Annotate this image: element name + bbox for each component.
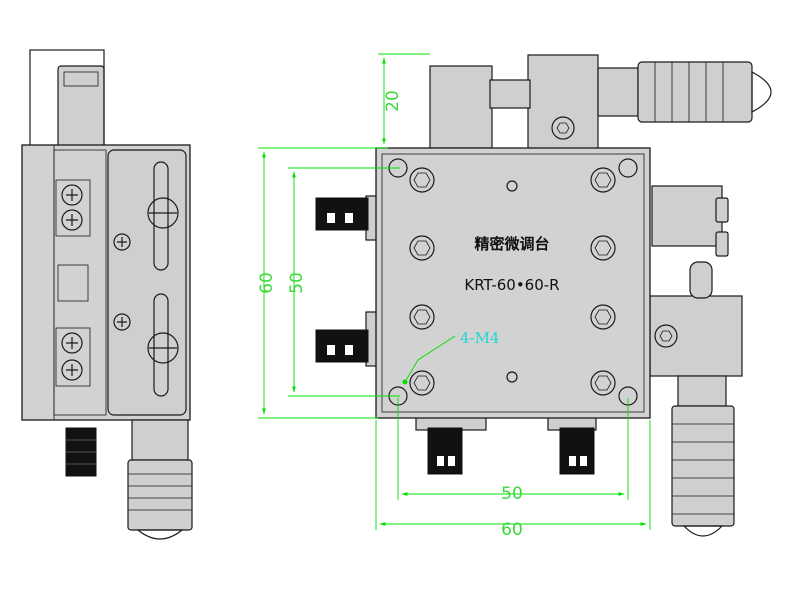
cross-slot-icon — [117, 237, 127, 247]
thread-note: 4-M4 — [460, 329, 500, 347]
dim-top-height: 20 — [383, 90, 403, 112]
right-micrometer-cap — [715, 197, 729, 223]
dim-outer-width: 60 — [501, 520, 523, 540]
hex-socket-icon — [659, 330, 673, 342]
hex-socket-screw-icon — [409, 304, 435, 330]
phillips-screw-icon — [61, 209, 83, 231]
main-plate — [375, 147, 651, 419]
phillips-screw-icon — [61, 184, 83, 206]
phillips-screw-icon — [61, 332, 83, 354]
right-micrometer-housing — [651, 185, 723, 247]
phillips-screw-icon — [61, 359, 83, 381]
top-micrometer-sleeve — [597, 67, 639, 117]
plate-title: 精密微调台 — [474, 235, 549, 253]
right-micrometer-block — [649, 295, 743, 377]
model-number: KRT-60•60-R — [464, 276, 559, 294]
side-micrometer-sleeve — [131, 419, 189, 461]
cross-slot-icon — [66, 364, 78, 376]
side-screw-plate — [55, 327, 91, 387]
side-middle-block — [53, 149, 107, 416]
corner-hole — [618, 158, 638, 178]
left-locking-clamp-lower — [315, 329, 369, 363]
side-top-housing — [57, 65, 105, 149]
right-micrometer-cap — [715, 231, 729, 257]
top-view: 精密微调台 KRT-60•60-R 4-M4 — [315, 54, 772, 537]
right-micrometer-sleeve — [677, 375, 727, 407]
right-micrometer-knob — [689, 261, 713, 299]
adjust-slot-lower — [153, 293, 169, 397]
center-hole — [506, 180, 518, 192]
hex-socket-screw-icon — [590, 167, 616, 193]
side-micrometer-thimble — [127, 459, 193, 531]
hex-socket-screw-icon — [409, 370, 435, 396]
top-micrometer-block — [429, 65, 493, 149]
top-micrometer-tip — [751, 71, 772, 113]
phillips-screw-icon — [113, 233, 131, 251]
adjust-slot-upper — [153, 161, 169, 271]
top-micrometer-mount — [527, 54, 599, 150]
mounting-screw-grid — [409, 167, 616, 396]
side-micrometer-tip — [136, 529, 184, 540]
side-step-notch — [57, 264, 89, 302]
hex-socket-icon — [556, 122, 570, 134]
bottom-locking-clamp-left — [427, 427, 463, 475]
side-screw-block-top — [55, 179, 91, 237]
dim-outer-height: 60 — [257, 272, 277, 294]
side-screw-block-bottom — [55, 327, 91, 387]
cross-slot-icon — [66, 189, 78, 201]
center-hole — [506, 371, 518, 383]
hex-socket-screw-icon — [551, 116, 575, 140]
slotted-screw-icon — [147, 197, 179, 229]
side-right-plate — [107, 149, 187, 416]
right-micrometer-tip — [682, 525, 724, 537]
top-micrometer-spindle — [489, 79, 531, 109]
dimension-lines: 20 60 50 50 60 — [257, 53, 651, 540]
hex-socket-screw-icon — [409, 235, 435, 261]
thread-note-leader — [404, 335, 456, 383]
hex-socket-screw-icon — [654, 324, 678, 348]
cross-slot-icon — [66, 214, 78, 226]
main-plate-inner-edge — [381, 153, 645, 413]
dim-inner-width: 50 — [501, 484, 523, 504]
cross-slot-icon — [66, 337, 78, 349]
hex-socket-screw-icon — [590, 304, 616, 330]
side-screw-plate — [55, 179, 91, 237]
side-view — [21, 49, 193, 540]
bottom-locking-clamp-right — [559, 427, 595, 475]
left-locking-clamp-upper — [315, 197, 369, 231]
hex-socket-screw-icon — [590, 370, 616, 396]
cross-slot-icon — [117, 317, 127, 327]
hex-socket-screw-icon — [409, 167, 435, 193]
slotted-screw-icon — [147, 332, 179, 364]
hex-socket-screw-icon — [590, 235, 616, 261]
phillips-screw-icon — [113, 313, 131, 331]
dim-inner-height: 50 — [287, 272, 307, 294]
side-top-cap — [63, 71, 99, 87]
